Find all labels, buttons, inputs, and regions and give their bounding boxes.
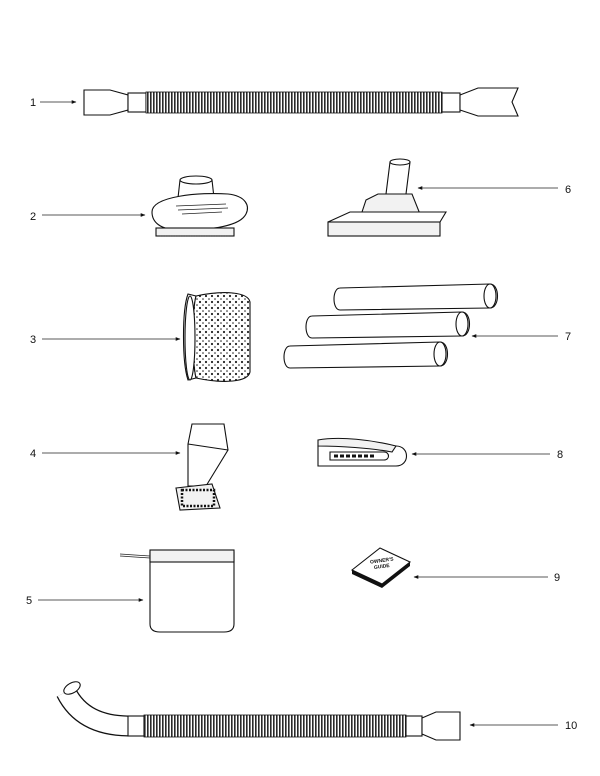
part-number: 6 — [565, 184, 571, 196]
part-number: 2 — [30, 211, 36, 223]
part-6-floor-tool — [327, 158, 447, 237]
callout-1: 1 — [30, 97, 77, 109]
part-number: 10 — [565, 720, 577, 732]
part-number: 4 — [30, 448, 36, 460]
callout-5: 5 — [26, 595, 144, 607]
guide-title-line2: GUIDE — [374, 563, 391, 571]
part-number: 9 — [554, 572, 560, 584]
part-8-crevice-clip-tool — [317, 437, 408, 467]
callout-7: 7 — [471, 331, 571, 343]
part-9-owners-guide: OWNER'S GUIDE — [350, 547, 412, 588]
part-number: 1 — [30, 97, 36, 109]
callout-6: 6 — [417, 184, 571, 196]
callout-2: 2 — [30, 211, 146, 223]
callout-4: 4 — [30, 448, 181, 460]
callout-9: 9 — [413, 572, 560, 584]
part-number: 8 — [557, 449, 563, 461]
part-number: 3 — [30, 334, 36, 346]
part-number: 7 — [565, 331, 571, 343]
part-5-filter-bag — [119, 549, 235, 633]
guide-title-line1: OWNER'S — [370, 556, 395, 565]
callout-8: 8 — [411, 449, 563, 461]
callout-3: 3 — [30, 334, 181, 346]
part-10-main-hose — [56, 681, 461, 741]
part-number: 5 — [26, 595, 32, 607]
part-1-hose-extension — [83, 87, 519, 117]
part-7-extension-wands — [283, 283, 499, 369]
callout-10: 10 — [469, 720, 577, 732]
part-3-filter-cartridge — [182, 292, 251, 382]
part-2-dusting-brush — [151, 175, 248, 237]
part-4-upholstery-tool — [175, 423, 229, 511]
